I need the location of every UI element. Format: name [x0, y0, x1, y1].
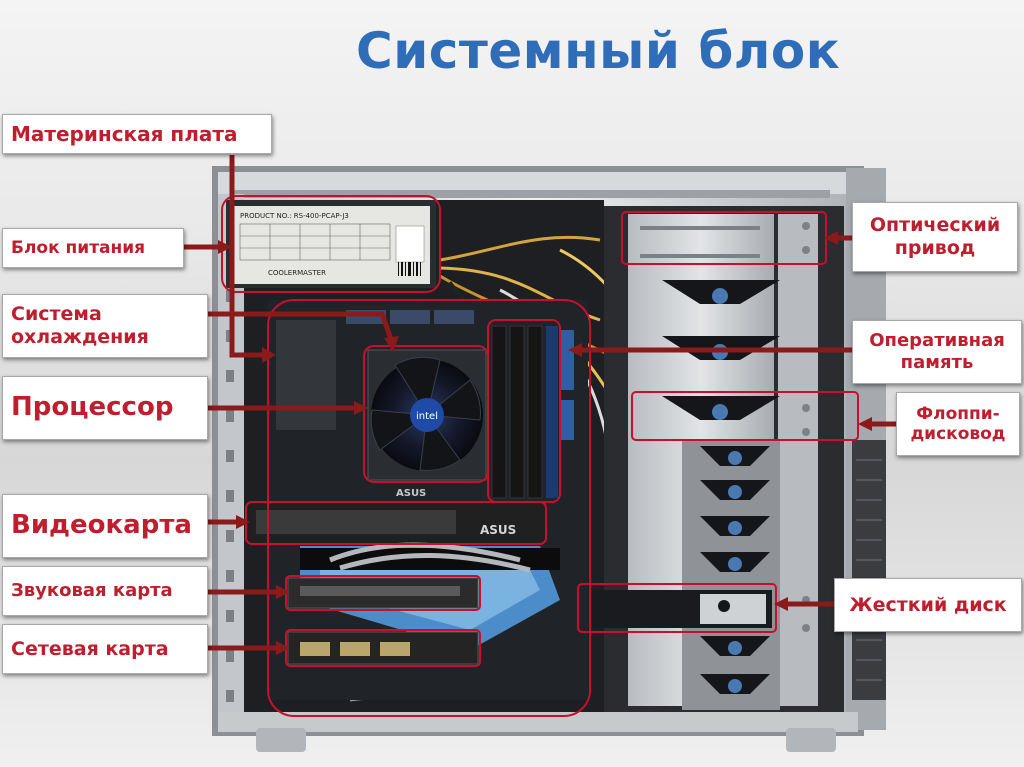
label-motherboard: Материнская плата	[2, 114, 272, 154]
label-network-card-text: Сетевая карта	[11, 637, 169, 660]
hdd-callout	[577, 583, 777, 633]
label-optical-drive-text: Оптический привод	[869, 214, 1001, 259]
psu-brand: COOLERMASTER	[268, 269, 326, 277]
cpu-cooler: intel	[367, 349, 487, 481]
label-floppy-drive: Флоппи- дисковод	[896, 392, 1020, 456]
expansion-cards	[287, 577, 479, 665]
power-supply-unit: PRODUCT NO.: RS-400-PCAP-J3 COOLERMASTER	[226, 200, 436, 288]
label-hard-disk-text: Жесткий диск	[849, 593, 1007, 616]
label-psu-text: Блок питания	[11, 237, 146, 258]
motherboard-logo: ASUS	[396, 488, 426, 499]
label-gpu-text: Видеокарта	[11, 510, 192, 541]
label-cooling: Система охлаждения	[2, 294, 208, 358]
label-cpu-text: Процессор	[11, 392, 174, 423]
floppy-callout	[631, 391, 859, 441]
label-motherboard-text: Материнская плата	[11, 122, 238, 146]
psu-sticker-line: PRODUCT NO.: RS-400-PCAP-J3	[240, 212, 349, 220]
label-optical-drive: Оптический привод	[852, 202, 1018, 272]
label-psu: Блок питания	[2, 228, 184, 268]
label-sound-card: Звуковая карта	[2, 566, 208, 616]
drive-rail-clips	[662, 280, 780, 694]
label-network-card: Сетевая карта	[2, 624, 208, 674]
page-title: Системный блок	[356, 22, 841, 80]
label-cpu: Процессор	[2, 376, 208, 440]
label-gpu: Видеокарта	[2, 494, 208, 558]
label-cooling-text: Система охлаждения	[11, 303, 149, 348]
motherboard-callout	[267, 299, 591, 717]
label-hard-disk: Жесткий диск	[834, 578, 1022, 632]
ram-modules	[491, 325, 558, 499]
gpu-logo: ASUS	[480, 523, 516, 537]
label-floppy-drive-text: Флоппи- дисковод	[910, 403, 1006, 444]
cpu-logo: intel	[416, 411, 438, 422]
label-ram: Оперативная память	[852, 320, 1022, 384]
label-ram-text: Оперативная память	[869, 330, 1005, 373]
label-sound-card-text: Звуковая карта	[11, 580, 173, 602]
hard-disk-drive	[592, 590, 772, 628]
pointer-arrows	[184, 155, 896, 655]
